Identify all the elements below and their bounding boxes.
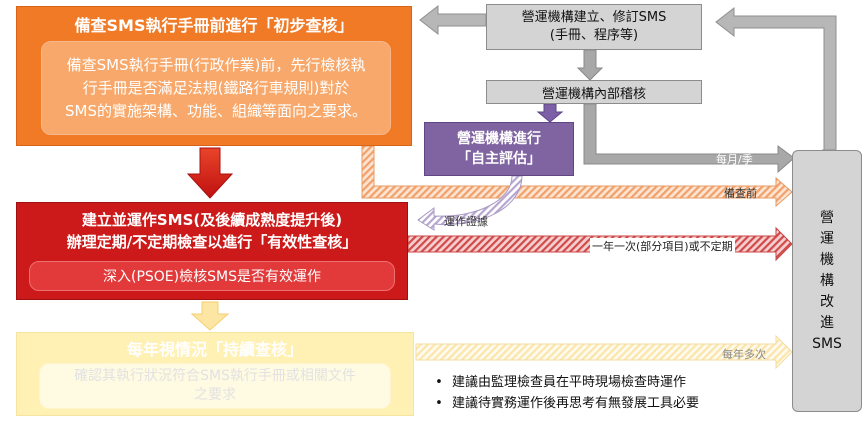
- feedback-loop-arrow: [715, 6, 837, 151]
- stage3-detail-line: 確認其執行狀況符合SMS執行手冊或相關文件: [74, 368, 356, 384]
- self-assess-line1: 營運機構進行: [457, 131, 541, 147]
- operator-establish-sms: 營運機構建立、修訂SMS (手冊、程序等): [486, 4, 702, 50]
- stage1-to-stage2-arrow: [186, 147, 234, 199]
- stage1-title: 備查SMS執行手冊前進行「初步查核」: [74, 16, 354, 35]
- improve-char: 機: [819, 251, 834, 268]
- label-operating-evidence: 運作證據: [444, 215, 488, 228]
- improve-char: 構: [819, 272, 834, 289]
- operator-self-assessment: 營運機構進行 「自主評估」: [424, 122, 574, 176]
- audit-to-improve-arrow: [583, 103, 795, 174]
- label-multiple-per-year: 每年多次: [722, 348, 766, 361]
- improve-char: 運: [819, 230, 834, 247]
- stage2-to-stage3-arrow: [190, 301, 230, 331]
- stage1-initial-review: 備查SMS執行手冊前進行「初步查核」 備查SMS執行手冊(行政作業)前，先行檢核…: [16, 6, 412, 146]
- label-before-filing: 備查前: [724, 187, 757, 200]
- improve-char: SMS: [812, 335, 842, 352]
- operator-internal-audit: 營運機構內部稽核: [486, 80, 702, 104]
- operator-establish-line2: (手冊、程序等): [549, 28, 639, 43]
- operator-internal-audit-label: 營運機構內部稽核: [541, 86, 646, 102]
- notes-list: • 建議由監理檢查員在平時現場檢查時運作 • 建議待實務運作後再思考有無發展工具必要: [426, 372, 699, 414]
- self-assess-to-stage2-arrow: [417, 175, 523, 231]
- stage1-detail-line: 備查SMS執行手冊(行政作業)前，先行檢核執: [66, 55, 366, 74]
- label-monthly: 每月/季: [716, 153, 753, 166]
- establish-to-stage1-arrow: [419, 4, 487, 36]
- operator-establish-line1: 營運機構建立、修訂SMS: [521, 10, 667, 25]
- stage2-detail-text: 深入(PSOE)檢核SMS是否有效運作: [103, 269, 321, 285]
- stage1-detail-line: 行手冊是否滿足法規(鐵路行車規則)對於: [82, 78, 350, 97]
- stage2-title-line1: 建立並運作SMS(及後續成熟度提升後): [81, 211, 343, 229]
- improve-char: 營: [819, 209, 834, 226]
- stage3-to-improve-arrow: [415, 334, 793, 370]
- note-text: 建議由監理檢查員在平時現場檢查時運作: [452, 375, 687, 390]
- stage2-effectiveness-review: 建立並運作SMS(及後續成熟度提升後) 辦理定期/不定期檢查以進行「有效性查核」…: [16, 202, 408, 300]
- label-annual-or-irregular: 一年一次(部分項目)或不定期: [590, 238, 735, 254]
- stage3-detail: 確認其執行狀況符合SMS執行手冊或相關文件 之要求: [39, 363, 391, 409]
- stage1-detail: 備查SMS執行手冊(行政作業)前，先行檢核執 行手冊是否滿足法規(鐵路行車規則)…: [41, 41, 391, 135]
- improve-char: 進: [819, 314, 834, 331]
- stage2-title-line2: 辦理定期/不定期檢查以進行「有效性查核」: [66, 233, 358, 251]
- operator-improve-sms: 營 運 機 構 改 進 SMS: [792, 150, 862, 412]
- bullet-icon: •: [435, 396, 443, 411]
- establish-to-audit-arrow: [576, 49, 604, 81]
- stage1-detail-line: SMS的實施架構、功能、組織等面向之要求。: [65, 101, 367, 120]
- audit-to-self-assess-arrow: [536, 103, 564, 123]
- self-assess-line2: 「自主評估」: [457, 151, 541, 167]
- note-item: • 建議由監理檢查員在平時現場檢查時運作: [426, 372, 699, 393]
- note-text: 建議待實務運作後再思考有無發展工具必要: [452, 396, 700, 411]
- stage3-detail-line: 之要求: [193, 387, 236, 403]
- stage3-title: 每年視情況「持續查核」: [126, 340, 303, 359]
- stage3-continuous-review: 每年視情況「持續查核」 確認其執行狀況符合SMS執行手冊或相關文件 之要求: [16, 332, 414, 416]
- note-item: • 建議待實務運作後再思考有無發展工具必要: [426, 393, 699, 414]
- stage1-to-improve-arrow: [361, 145, 793, 208]
- improve-char: 改: [819, 293, 834, 310]
- bullet-icon: •: [435, 375, 443, 390]
- stage2-detail: 深入(PSOE)檢核SMS是否有效運作: [29, 261, 395, 291]
